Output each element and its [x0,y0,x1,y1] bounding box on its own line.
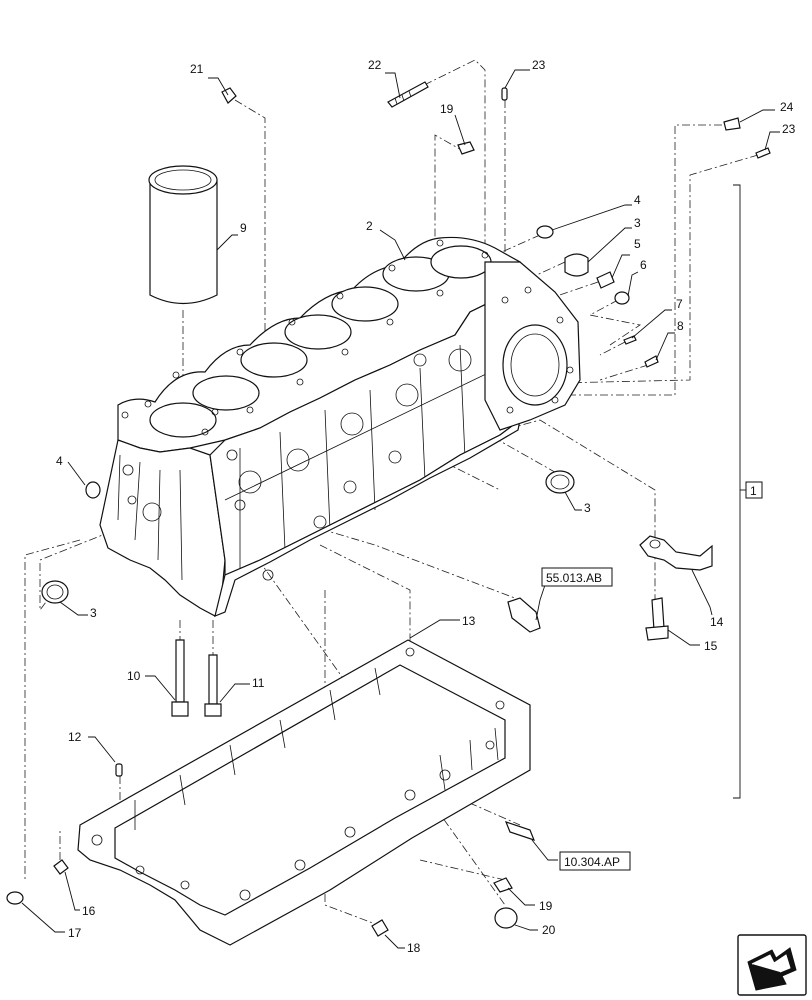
callout-24: 24 [780,100,794,114]
small-parts-bottom [6,763,536,937]
callout-16: 16 [82,904,96,918]
callout-23a: 23 [532,58,546,72]
callout-13: 13 [462,614,476,628]
callout-18: 18 [407,941,421,955]
callout-2: 2 [366,219,373,233]
callout-3c: 3 [90,606,97,620]
callout-17: 17 [68,926,82,940]
small-parts-top [221,81,771,368]
main-bearing-bolts [171,639,222,717]
callout-5: 5 [634,237,641,251]
callout-10: 10 [127,669,141,683]
oil-pan-frame [77,639,531,946]
callout-12: 12 [68,730,82,744]
callout-20: 20 [542,923,556,937]
reference-55-013-ab-label[interactable]: 55.013.AB [546,571,602,585]
reference-10-304-ap-label[interactable]: 10.304.AP [564,855,620,869]
callout-4a: 4 [634,193,641,207]
callout-6: 6 [640,258,647,272]
sensor [507,597,541,633]
callout-3a: 3 [634,216,641,230]
reference-10-304-ap[interactable]: 10.304.AP [559,851,631,871]
callout-23b: 23 [782,122,796,136]
callout-8: 8 [677,319,684,333]
next-page-arrow-icon[interactable] [737,934,807,996]
callout-14: 14 [710,615,724,629]
seals [41,470,575,604]
callout-11: 11 [252,676,265,690]
callout-7: 7 [676,297,683,311]
callout-1: 1 [750,484,757,498]
callout-3b: 3 [584,501,591,515]
callout-9: 9 [240,221,247,235]
bracket-and-bolt [639,535,713,641]
leader-lines [21,69,780,949]
callout-labels: 21 22 23 19 24 23 9 2 4 3 5 6 7 8 4 3 3 … [56,58,796,955]
cylinder-liner [148,165,218,304]
callout-21: 21 [190,62,204,76]
callout-19b: 19 [539,899,553,913]
group-number-box [745,481,763,499]
callout-15: 15 [704,639,718,653]
engine-block [99,236,581,617]
reference-55-013-ab[interactable]: 55.013.AB [541,567,613,587]
callout-4b: 4 [56,454,63,468]
group-bracket [733,184,746,799]
callout-19a: 19 [440,102,454,116]
callout-22: 22 [368,58,382,72]
